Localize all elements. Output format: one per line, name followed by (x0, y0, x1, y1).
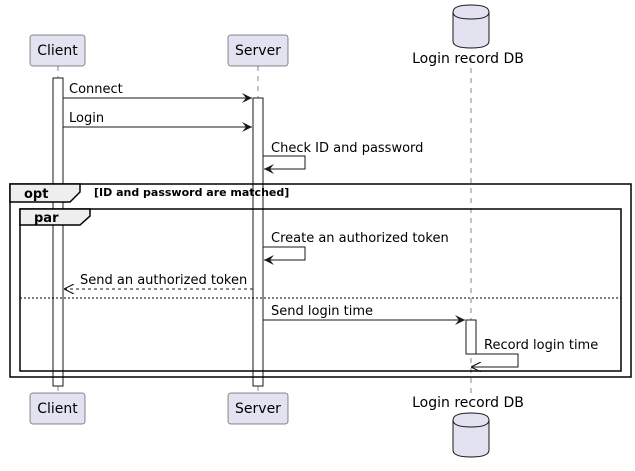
participant-server-bottom: Server (227, 392, 289, 425)
message-check: Check ID and password (263, 141, 423, 174)
message-record-login-time-label: Record login time (484, 338, 598, 353)
participant-client-label: Client (37, 401, 78, 417)
message-login: Login (63, 111, 252, 132)
participant-db-bottom: Login record DB (412, 395, 524, 458)
participant-db-top: Login record DB (412, 4, 524, 67)
db-activation (465, 319, 477, 355)
server-activation (252, 97, 264, 387)
message-send-login-time-label: Send login time (271, 304, 373, 319)
message-send-login-time: Send login time (263, 304, 465, 325)
opt-keyword: opt (24, 187, 48, 202)
message-check-label: Check ID and password (271, 141, 423, 156)
message-create-token-label: Create an authorized token (271, 231, 449, 246)
database-icon (452, 4, 490, 49)
message-send-token-label: Send an authorized token (80, 273, 247, 288)
database-icon (452, 412, 490, 458)
participant-server-label: Server (235, 43, 281, 59)
participant-db-label: Login record DB (412, 51, 524, 67)
participant-client-top: Client (29, 34, 86, 67)
participant-client-bottom: Client (29, 392, 86, 425)
participant-db-label: Login record DB (412, 395, 524, 411)
message-connect: Connect (63, 82, 252, 103)
participant-server-top: Server (227, 34, 289, 67)
message-record-login-time: Record login time (471, 338, 598, 367)
client-activation (52, 77, 64, 387)
message-connect-label: Connect (69, 82, 123, 97)
par-fragment: par (19, 208, 622, 372)
opt-fragment: opt [ID and password are matched] (9, 183, 632, 378)
message-send-token: Send an authorized token (64, 273, 253, 289)
participant-client-label: Client (37, 43, 78, 59)
par-keyword: par (34, 211, 59, 226)
message-login-label: Login (69, 111, 104, 126)
opt-condition: [ID and password are matched] (94, 186, 289, 199)
participant-server-label: Server (235, 401, 281, 417)
message-create-token: Create an authorized token (263, 231, 449, 265)
